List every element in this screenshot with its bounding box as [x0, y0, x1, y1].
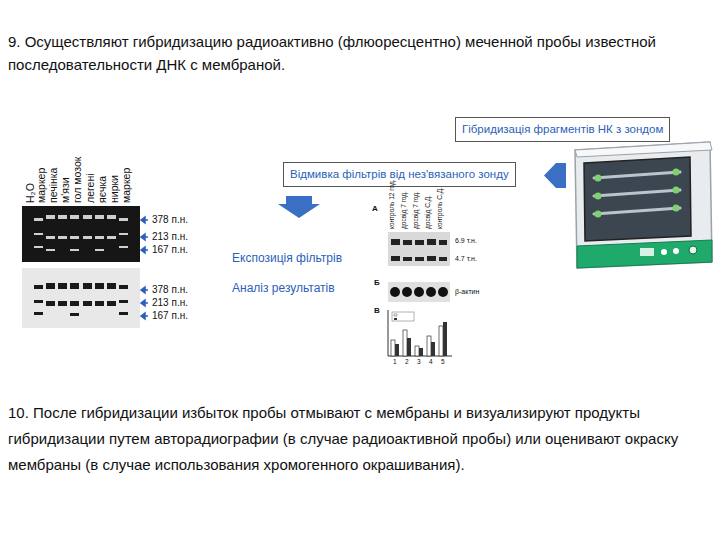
northern-blot-b: [388, 282, 450, 302]
figure-label: Б: [374, 278, 380, 287]
blot-image: [22, 268, 140, 328]
gel-image: [22, 206, 140, 262]
figure-label: 378 п.н.: [152, 214, 188, 226]
slide-caption: 10. После гибридизации избыток пробы отм…: [8, 400, 713, 478]
step-box: Відмивка фільтрів від нез'вязаного зонду: [283, 162, 516, 187]
band-pointers: [141, 217, 148, 319]
step-label: Гібридизація фрагментів НК з зондом: [462, 122, 663, 137]
northern-blot-a: [388, 232, 450, 266]
lane-label: печінка: [47, 168, 59, 203]
figure-label: Аналіз результатів: [232, 282, 335, 296]
incubator-illustration: [575, 142, 712, 268]
bar-chart: [388, 310, 452, 356]
lane-label: маркер: [35, 168, 47, 203]
lane-label: досвід С.Д.: [424, 195, 431, 229]
step-label: Відмивка фільтрів від нез'вязаного зонду: [290, 167, 509, 182]
slide-heading: 9. Осуществляют гибридизацию радиоактивн…: [8, 30, 708, 76]
step-box: Гібридизація фрагментів НК з зондом: [455, 117, 670, 142]
lane-label: контроль 12 год.: [388, 179, 395, 229]
figure-label: В: [374, 306, 380, 315]
figure-label: 6.9 т.н.: [455, 237, 477, 245]
figure-label: 167 п.н.: [152, 244, 188, 256]
lane-label: яєчка: [96, 176, 108, 203]
actin-bands: [390, 287, 448, 297]
lane-label: м'язи: [59, 177, 71, 203]
lane-label: маркер: [120, 168, 132, 203]
figure-label: 2: [405, 358, 409, 365]
figure-label: 213 п.н.: [152, 231, 188, 243]
figure-label: 378 п.н.: [152, 284, 188, 296]
lane-label: досвід 7 год.: [400, 191, 407, 229]
flow-arrow-down: [278, 196, 320, 218]
lane-label: контроль С.Д.: [436, 187, 443, 229]
lane-label: гол мозок: [71, 157, 83, 203]
figure-label: 4: [429, 358, 433, 365]
gel-bands: [34, 215, 128, 251]
northern-bands: [391, 239, 447, 261]
lane-label: нирки: [108, 175, 120, 203]
lane-label: легені: [84, 173, 96, 203]
figure-label: Експозиція фільтрів: [232, 252, 342, 266]
figure-label: 3: [417, 358, 421, 365]
figure-label: 213 п.н.: [152, 297, 188, 309]
blot-bands: [34, 283, 128, 316]
figure-label: β-актин: [455, 288, 479, 296]
figure-label: 5: [441, 358, 445, 365]
figure-label: А: [372, 204, 378, 213]
lane-label: H₂O: [24, 183, 36, 203]
flow-arrow-left: [544, 163, 566, 188]
figure-label: 4.7 т.н.: [455, 255, 477, 263]
figure-label: 1: [393, 358, 397, 365]
figure-label: 167 п.н.: [152, 310, 188, 322]
lane-label: досвід 7 год.: [412, 191, 419, 229]
